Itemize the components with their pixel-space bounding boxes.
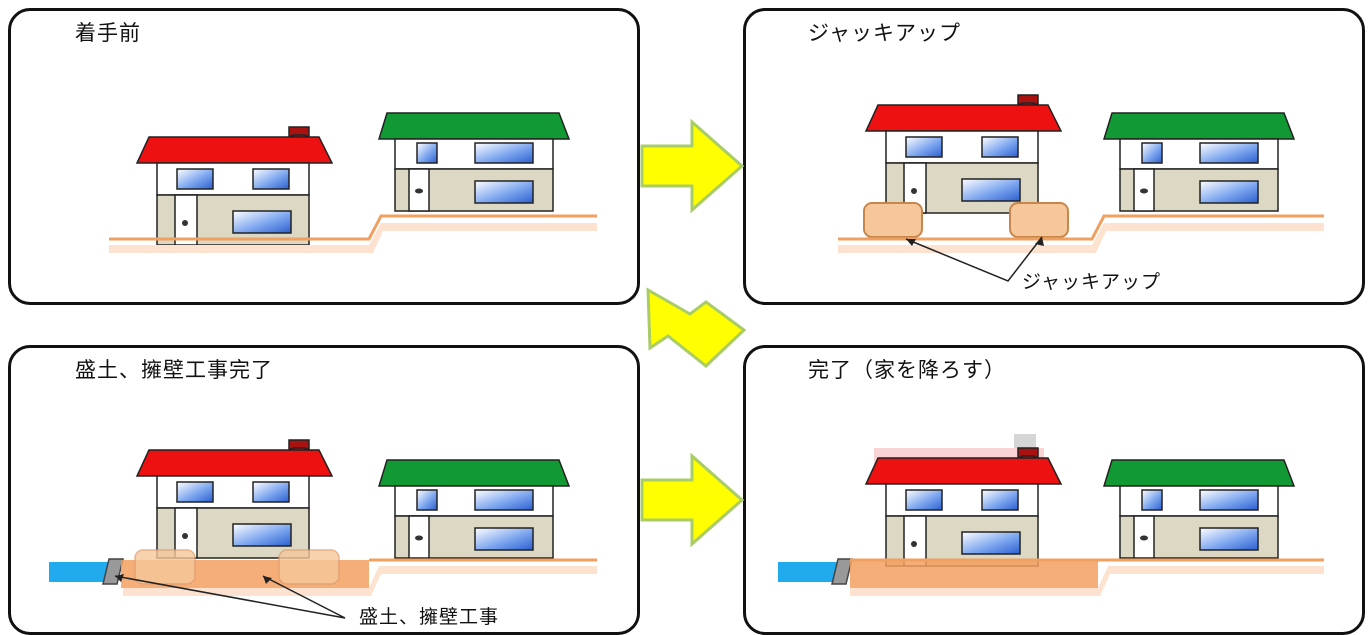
panel-fill-wall: 盛土、擁壁工事完了 盛土、擁壁工事 [8,345,640,635]
panel-jackup: ジャッキアップ ジャッキアップ [743,8,1365,305]
flow-arrow-icon [646,287,747,368]
callout-pointer [114,575,346,619]
house-icon [1103,112,1295,212]
retaining-wall [831,558,853,585]
panel-title: 着手前 [75,21,141,45]
fill-soil [850,560,1098,588]
water [49,562,109,582]
done-illustration [778,434,1324,596]
house-icon [136,126,333,246]
fill-illustration [49,439,597,619]
before-illustration [109,112,597,253]
panel-before: 着手前 [8,8,640,305]
water [778,562,838,582]
jackup-illustration [838,94,1324,282]
panel-done: 完了（家を降ろす） [743,345,1365,635]
house-icon [865,94,1062,214]
flow-arrow-icon [640,118,745,214]
ground-line [838,214,1324,241]
house-icon [378,459,570,559]
callout-pointer [905,236,1043,282]
panel-title: 盛土、擁壁工事完了 [75,358,273,382]
flow-arrow-icon [640,452,745,548]
jack-left [863,202,923,238]
panel-title: ジャッキアップ [808,21,961,45]
house-icon [865,447,1062,567]
house-icon [378,112,570,212]
house-icon [1103,459,1295,559]
ground-line [109,214,597,241]
jackup-callout: ジャッキアップ [1022,271,1162,293]
fill-callout: 盛土、擁壁工事 [359,606,500,628]
jack-right [1009,202,1069,238]
panel-title: 完了（家を降ろす） [808,358,1006,382]
house-icon [136,439,333,559]
